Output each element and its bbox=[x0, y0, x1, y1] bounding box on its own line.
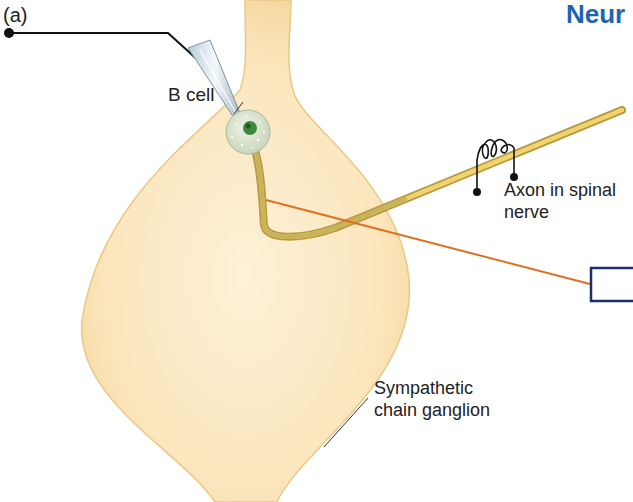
panel-letter: (a) bbox=[3, 3, 27, 27]
axon-label: Axon in spinal nerve bbox=[504, 180, 618, 223]
axon bbox=[255, 110, 622, 237]
leader-line bbox=[234, 102, 243, 114]
ganglion-label: Sympathetic chain ganglion bbox=[374, 378, 506, 421]
ganglion-outline bbox=[82, 0, 410, 502]
b-cell bbox=[226, 110, 270, 154]
cell-label: B cell bbox=[168, 84, 214, 107]
micropipette bbox=[188, 40, 242, 121]
callout-bracket bbox=[591, 268, 633, 301]
recording-wire bbox=[4, 28, 200, 62]
page-title: Neur bbox=[566, 0, 625, 29]
leader-line bbox=[324, 398, 368, 447]
